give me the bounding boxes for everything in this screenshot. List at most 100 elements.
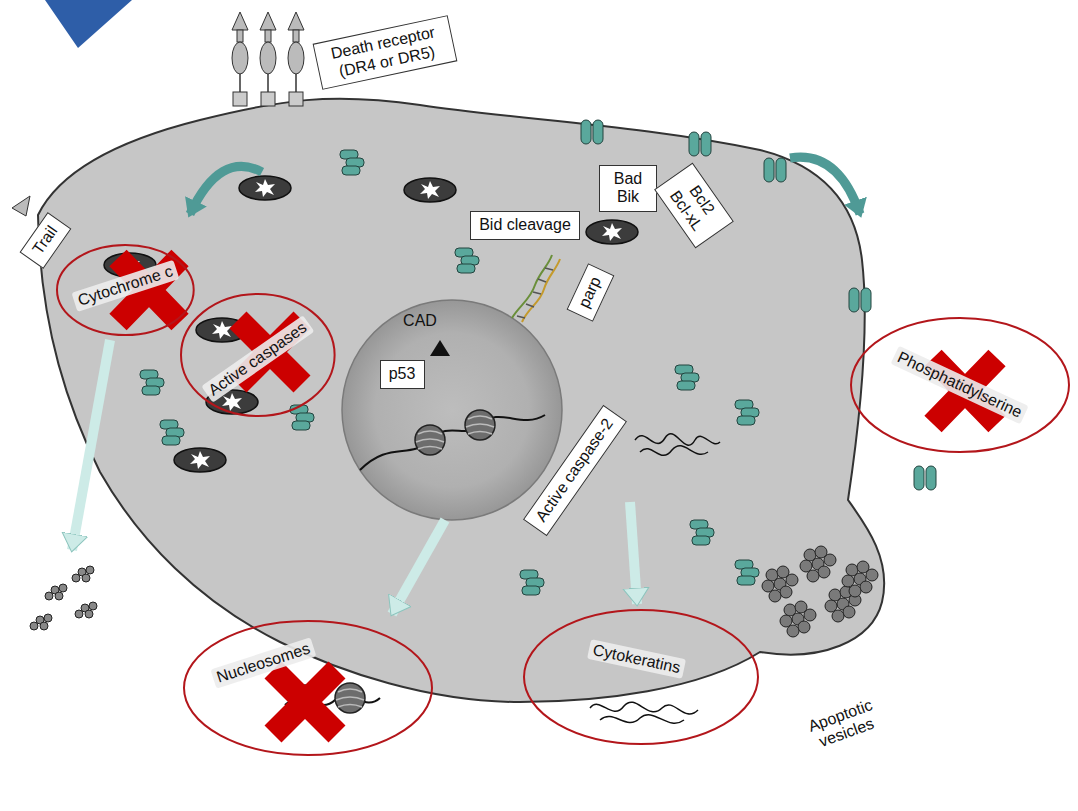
membrane-channel <box>581 120 603 144</box>
release-arrow <box>392 520 445 614</box>
membrane-channel <box>689 132 711 156</box>
receptor-base <box>233 92 247 106</box>
part-label: Apoptotic vesicles <box>799 693 889 756</box>
protein-label: Bcl2 Bcl-xL <box>663 172 724 237</box>
release-arrow <box>630 502 637 604</box>
process-box: Bid cleavage <box>470 211 580 240</box>
ellipse-outline <box>184 621 432 755</box>
highlight-ellipse: Nucleosomes <box>183 620 433 756</box>
receptor-base <box>289 92 303 106</box>
inhibition-cross <box>118 258 997 734</box>
membrane-channel <box>914 466 936 490</box>
marker-label: Phosphatidylserine <box>891 345 1029 424</box>
release-arrow <box>190 166 262 214</box>
protein-label: parp <box>575 274 605 311</box>
apoptotic-vesicle <box>762 566 798 602</box>
cell-membrane <box>38 99 884 702</box>
apoptotic-vesicle <box>842 561 878 597</box>
membrane-channel <box>764 158 786 182</box>
receptor-body <box>260 42 276 74</box>
nucleosome <box>465 410 495 440</box>
cytochrome-beads <box>30 614 52 630</box>
mitochondrion <box>586 220 638 244</box>
nucleosome <box>335 683 365 713</box>
highlight-ellipse: Active caspases <box>180 293 336 417</box>
protein-box: parp <box>566 263 614 321</box>
cytokeratin-fibres <box>590 702 698 723</box>
receptor-stem <box>293 30 299 42</box>
mitochondrion <box>174 448 226 472</box>
death-receptors <box>232 12 304 106</box>
ellipse-outline <box>57 245 194 335</box>
marker-label: Cytokeratins <box>586 639 685 679</box>
helix-rungs <box>517 268 553 318</box>
receptor-label: Death receptor (DR4 or DR5) <box>322 22 447 83</box>
receptor-body <box>232 42 248 74</box>
highlight-ellipse: Cytokeratins <box>523 609 759 745</box>
dna-helix <box>512 255 560 322</box>
cytochrome-beads <box>72 566 94 582</box>
ellipse-outline <box>523 609 759 745</box>
bid-protein <box>735 560 759 585</box>
bid-protein <box>340 150 364 175</box>
receptor-head <box>232 12 248 30</box>
receptor-stem <box>237 30 243 42</box>
protein-box: p53 <box>380 360 425 389</box>
apoptotic-vesicle <box>800 546 836 582</box>
bid-protein <box>455 248 479 273</box>
release-arrow <box>72 340 110 550</box>
red-cross <box>273 670 337 734</box>
receptor-stem <box>265 30 271 42</box>
marker-label: Nucleosomes <box>210 637 316 689</box>
ligand-label: Trail <box>29 222 62 258</box>
corner-mark <box>45 0 132 48</box>
cytochrome-beads <box>45 584 67 600</box>
receptor-label-box: Death receptor (DR4 or DR5) <box>313 15 458 90</box>
bid-protein <box>735 400 759 425</box>
receptor-head <box>288 12 304 30</box>
marker-label: Cytochrome c <box>71 260 179 312</box>
ligand-symbol <box>12 196 30 216</box>
highlight-ellipse: Cytochrome c <box>56 244 195 336</box>
enzyme-label: CAD <box>402 312 438 333</box>
bid-protein <box>160 420 184 445</box>
highlight-ellipse: Phosphatidylserine <box>850 317 1070 453</box>
protein-label: Bad Bik <box>608 170 648 207</box>
ellipse-outline <box>181 294 335 416</box>
nucleosome <box>415 425 445 455</box>
ligand-label-box: Trail <box>19 212 71 269</box>
receptor-head <box>260 12 276 30</box>
protein-box: Bad Bik <box>599 165 657 212</box>
cytochrome-beads <box>75 602 97 618</box>
mitochondrion <box>239 176 291 200</box>
receptor-body <box>288 42 304 74</box>
helix-strand <box>522 259 560 322</box>
bid-protein <box>140 370 164 395</box>
nucleus <box>342 300 562 520</box>
dna-strand <box>360 415 545 470</box>
bid-protein <box>675 365 699 390</box>
receptor-stem <box>267 74 269 92</box>
bid-protein <box>520 570 544 595</box>
protein-label: p53 <box>389 365 416 383</box>
cytokeratin-fibres <box>635 434 720 456</box>
flip-arrow <box>790 157 860 214</box>
ellipse-outline <box>851 318 1069 452</box>
protein-box: Bcl2 Bcl-xL <box>654 162 734 248</box>
protein-label: Active caspase-2 <box>533 415 618 525</box>
receptor-stem <box>295 74 297 92</box>
receptor-base <box>261 92 275 106</box>
membrane-channel <box>849 288 871 312</box>
process-label: Bid cleavage <box>479 216 571 234</box>
mitochondrion <box>404 178 456 202</box>
marker-label: Active caspases <box>202 315 315 403</box>
ellipse-outline <box>524 610 758 744</box>
cad-marker <box>430 340 450 356</box>
apoptotic-vesicle <box>780 601 816 637</box>
part-label: Apoptotic vesicles <box>799 692 891 757</box>
receptor-stem <box>239 74 241 92</box>
bid-protein <box>690 520 714 545</box>
enzyme-label: CAD <box>402 312 438 330</box>
protein-box: Active caspase-2 <box>523 404 627 535</box>
